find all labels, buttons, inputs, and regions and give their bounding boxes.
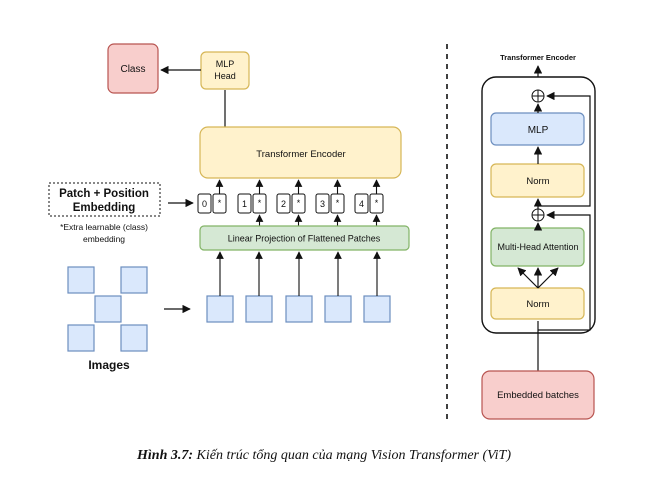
token-0: 0* xyxy=(197,179,227,214)
token-1: 1* xyxy=(237,179,267,226)
token-index: 2 xyxy=(281,199,286,209)
embedding-box xyxy=(48,182,161,217)
image-patch xyxy=(67,324,95,352)
token-index: 4 xyxy=(359,199,364,209)
image-patch xyxy=(67,266,95,294)
patch-row xyxy=(206,251,391,323)
flattened-patch xyxy=(245,295,273,323)
flattened-patch xyxy=(324,295,352,323)
class-label: Class xyxy=(120,64,145,75)
figure-caption: Hình 3.7: Kiến trúc tổng quan của mạng V… xyxy=(0,448,648,464)
token-mark: * xyxy=(258,198,262,208)
images-label: Images xyxy=(88,358,130,372)
norm-top-label: Norm xyxy=(526,176,549,187)
mlp-head-label-line2: Head xyxy=(214,71,236,81)
embedded-batches-label: Embedded batches xyxy=(497,390,579,401)
norm-bottom-label: Norm xyxy=(526,299,549,310)
embedding-label-line1: Patch + Position xyxy=(59,188,149,200)
class-box xyxy=(107,43,159,94)
token-mark: * xyxy=(336,198,340,208)
token-index: 3 xyxy=(320,199,325,209)
transformer-encoder-label: Transformer Encoder xyxy=(256,149,345,160)
caption-text: Kiến trúc tổng quan của mạng Vision Tran… xyxy=(193,448,511,463)
token-row: 0*1*2*3*4* xyxy=(197,179,384,226)
linear-projection-box xyxy=(199,225,410,251)
mlp-head-label-line1: MLP xyxy=(216,59,235,69)
flattened-patch xyxy=(206,295,234,323)
token-mark: * xyxy=(375,198,379,208)
caption-prefix: Hình 3.7: xyxy=(137,448,194,463)
token-index: 1 xyxy=(242,199,247,209)
arrow-norm-to-attention-left xyxy=(517,267,539,289)
residual-connection-upper xyxy=(538,91,591,207)
arrow-norm-to-attention-right xyxy=(537,267,559,289)
extra-note-line1: *Extra learnable (class) xyxy=(60,222,148,232)
flattened-patch xyxy=(285,295,313,323)
linear-projection-label: Linear Projection of Flattened Patches xyxy=(228,234,381,244)
image-patch xyxy=(120,324,148,352)
extra-note-line2: embedding xyxy=(83,234,125,244)
token-index-box xyxy=(276,193,291,214)
embedding-label-line2: Embedding xyxy=(73,202,136,214)
vit-diagram: Class MLP Head Transformer Encoder Patch… xyxy=(48,43,596,424)
transformer-encoder-box xyxy=(199,126,402,179)
token-index-box xyxy=(354,193,369,214)
token-4: 4* xyxy=(354,179,384,226)
image-patch xyxy=(94,295,122,323)
image-patch xyxy=(120,266,148,294)
token-mark: * xyxy=(297,198,301,208)
mlp-label: MLP xyxy=(528,125,549,136)
token-index-box xyxy=(237,193,252,214)
token-index: 0 xyxy=(202,199,207,209)
embedded-batches-box xyxy=(481,370,595,420)
encoder-detail-title: Transformer Encoder xyxy=(500,53,576,62)
image-patches xyxy=(67,266,148,352)
flattened-patch xyxy=(363,295,391,323)
attention-label: Multi-Head Attention xyxy=(497,242,578,252)
token-index-box xyxy=(197,193,212,214)
token-3: 3* xyxy=(315,179,345,226)
token-2: 2* xyxy=(276,179,306,226)
residual-connection-lower xyxy=(538,210,591,331)
token-index-box xyxy=(315,193,330,214)
token-mark: * xyxy=(218,198,222,208)
